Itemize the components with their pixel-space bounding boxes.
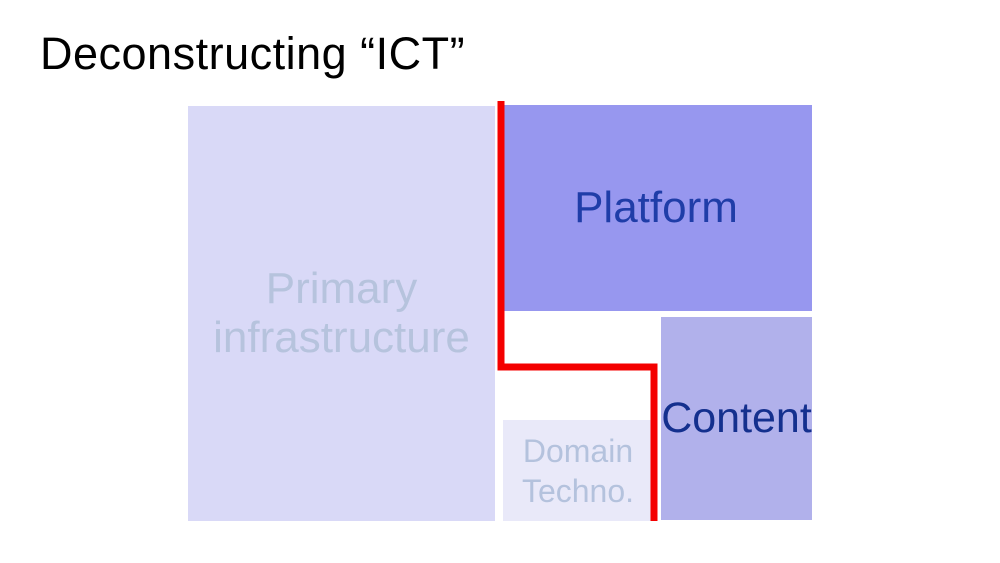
- domain-techno-box: Domain Techno.: [503, 420, 653, 521]
- platform-label: Platform: [574, 183, 738, 232]
- content-box: Content: [661, 317, 812, 520]
- content-label: Content: [661, 394, 812, 442]
- slide-title: Deconstructing “ICT”: [40, 28, 466, 79]
- primary-infrastructure-label: Primary infrastructure: [213, 264, 470, 362]
- platform-box: Platform: [500, 105, 812, 311]
- primary-infrastructure-box: Primary infrastructure: [188, 106, 495, 521]
- domain-techno-label: Domain Techno.: [521, 432, 635, 509]
